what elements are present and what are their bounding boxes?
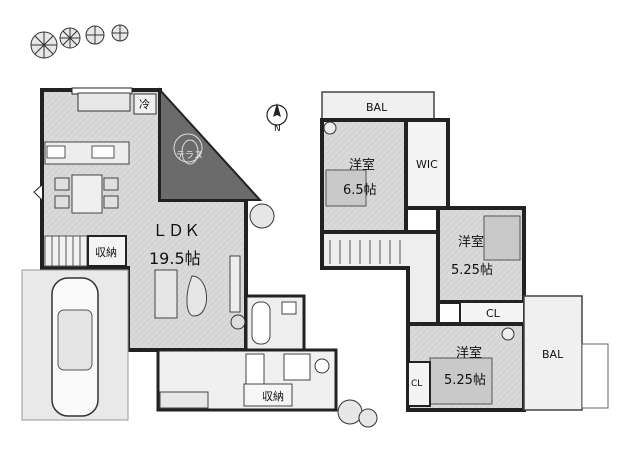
compass-icon: N	[266, 103, 288, 134]
closet-1-label: CL	[486, 307, 501, 320]
ldk-size: 19.5帖	[149, 249, 201, 268]
balcony-2-label: BAL	[542, 348, 564, 361]
bedroom-1-name: 洋室	[349, 157, 375, 173]
terrace	[159, 87, 263, 201]
fridge-label: 冷	[139, 98, 150, 111]
storage-1-label: 収納	[95, 246, 117, 259]
wic	[404, 118, 450, 210]
closet-2	[407, 361, 431, 407]
terrace-label: テラス	[176, 150, 203, 161]
bedroom-2-name: 洋室	[458, 234, 484, 250]
storage-2-label: 収納	[262, 390, 284, 403]
stairs	[44, 235, 88, 267]
parking	[21, 269, 129, 421]
closet-2-label: CL	[411, 379, 422, 389]
storage-2	[243, 383, 293, 407]
compass-label: N	[274, 124, 281, 134]
tree-icons	[30, 24, 129, 59]
balcony-1-label: BAL	[366, 101, 388, 114]
bedroom-1-size: 6.5帖	[343, 183, 377, 198]
sofa	[154, 269, 207, 319]
storage-1	[87, 235, 127, 267]
bedroom-3-size: 5.25帖	[444, 373, 486, 388]
bedroom-2-size: 5.25帖	[451, 263, 493, 278]
bathroom	[244, 294, 306, 352]
balcony-2	[523, 295, 583, 411]
wic-label: WIC	[416, 158, 438, 171]
bedroom-3-name: 洋室	[456, 345, 482, 361]
dining-table	[54, 174, 119, 214]
balcony-1	[321, 91, 435, 121]
fridge	[133, 93, 157, 115]
ldk-name: ＬＤＫ	[152, 221, 200, 240]
